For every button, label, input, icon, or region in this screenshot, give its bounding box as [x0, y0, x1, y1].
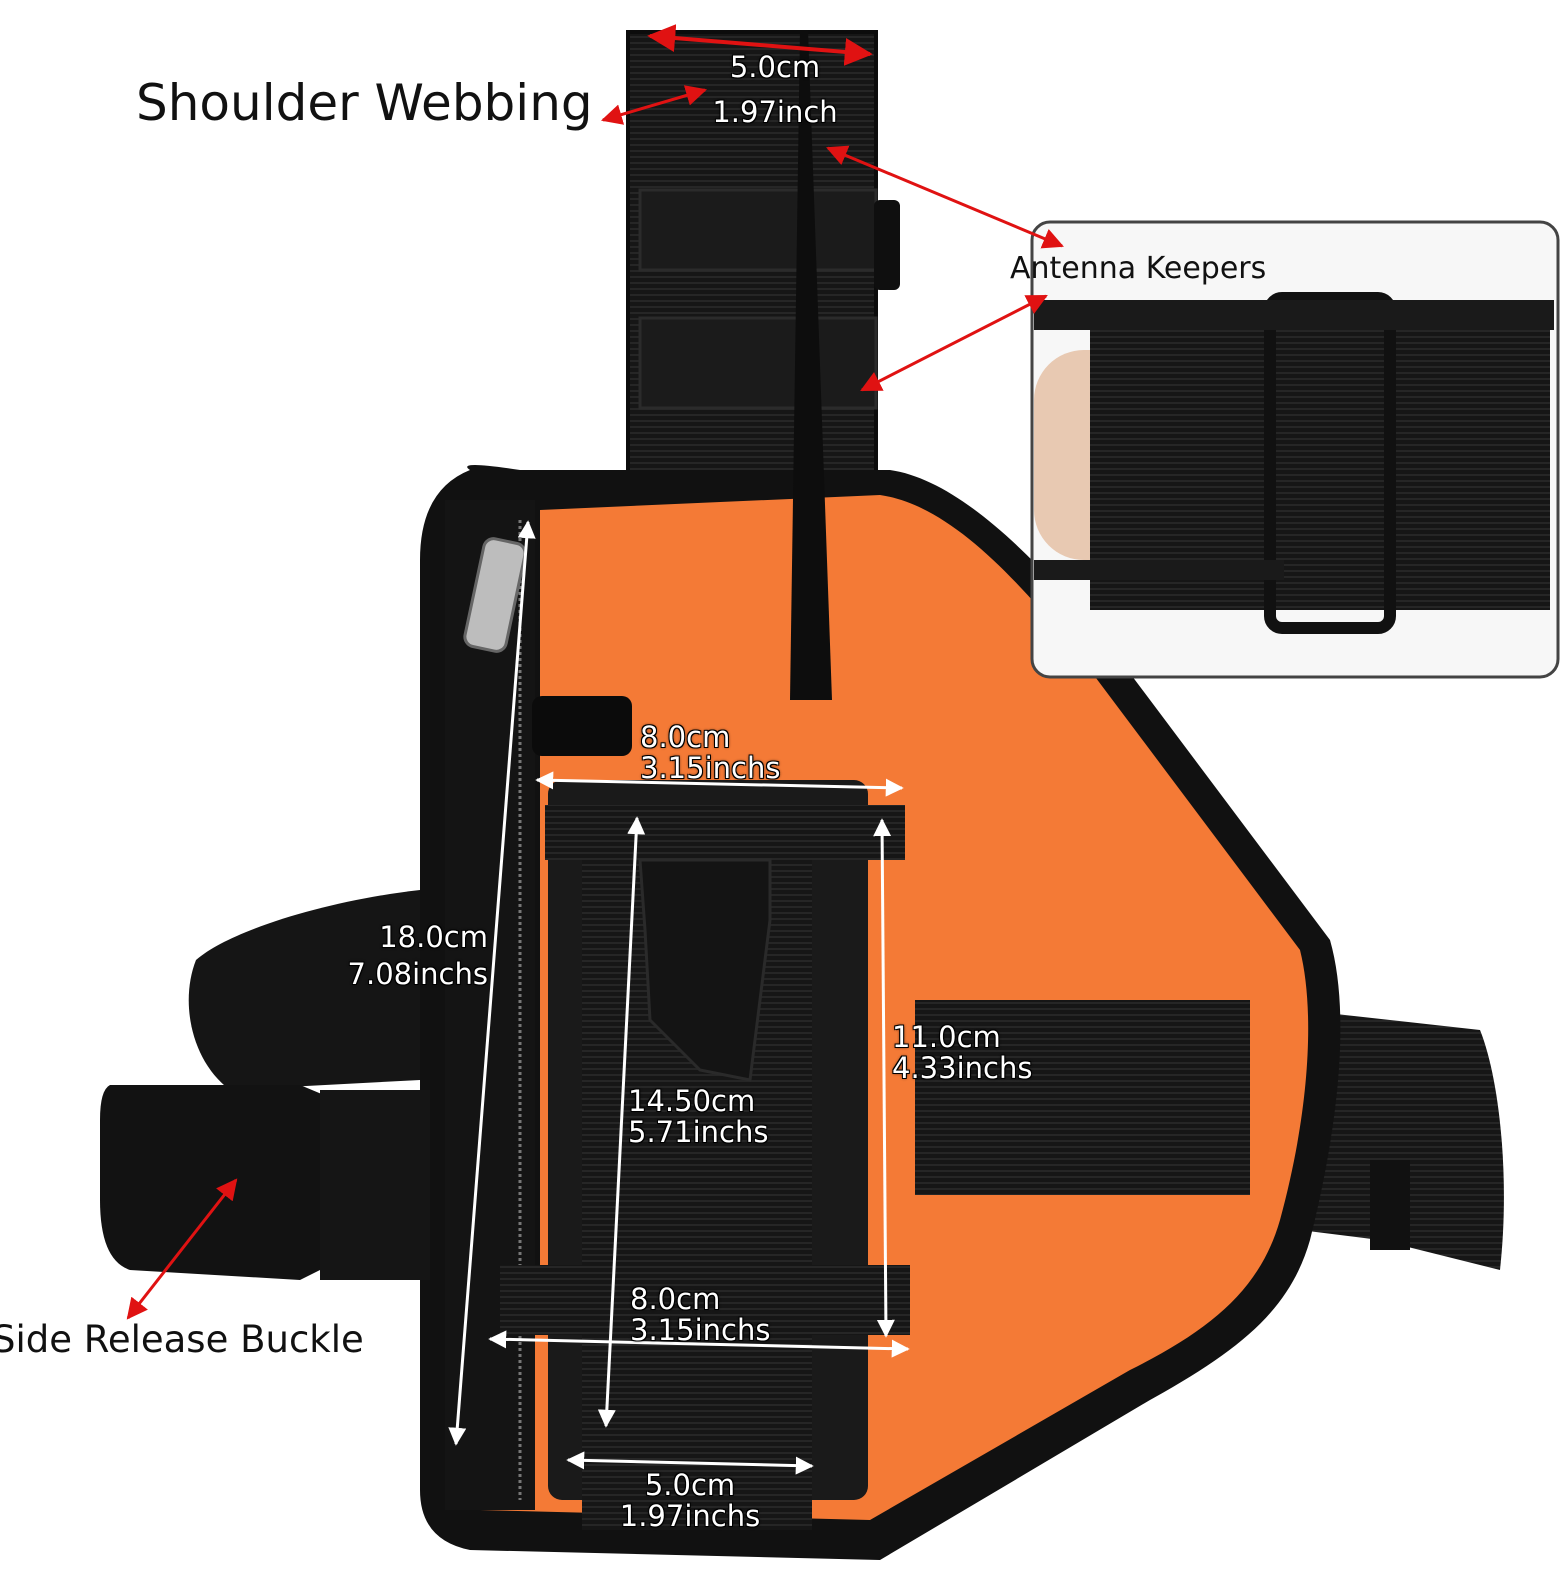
panel-height-dimension: 18.0cm 7.08inchs [320, 922, 488, 990]
right-waist-strap [1300, 1010, 1504, 1270]
pouch-bottom-width-metric: 8.0cm [630, 1282, 721, 1316]
pouch-height-imperial: 5.71inchs [628, 1115, 769, 1149]
panel-height-metric: 18.0cm [379, 920, 488, 954]
side-pocket-height-dimension: 11.0cm 4.33inchs [892, 1022, 1032, 1084]
shoulder-webbing-arrow [600, 85, 708, 125]
pouch-bottom-band [500, 1265, 910, 1335]
inset-top-bar [1034, 300, 1554, 330]
measure-side-height [873, 818, 895, 1338]
measure-pouch-bottom-width [488, 1330, 910, 1358]
buckle-arrow [126, 1178, 238, 1320]
webbing-width-metric: 5.0cm [729, 50, 821, 84]
measure-panel-height [448, 520, 536, 1446]
side-pocket-height-metric: 11.0cm [892, 1020, 1001, 1054]
radio-antenna [790, 30, 832, 700]
buckle-strap [320, 1090, 430, 1280]
pouch-bottom-width-dimension: 8.0cm 3.15inchs [630, 1284, 770, 1346]
panel-height-imperial: 7.08inchs [347, 957, 488, 991]
antenna-keepers-label: Antenna Keepers [1010, 251, 1267, 286]
webbing-width-arrow [647, 24, 873, 66]
antenna-keeper-upper [638, 188, 878, 272]
bottom-strap-width-imperial: 1.97inchs [619, 1499, 761, 1533]
side-pocket-height-imperial: 4.33inchs [892, 1051, 1033, 1085]
measure-pouch-top-width [535, 771, 904, 797]
pouch-top-width-dimension: 8.0cm 3.15inchs [640, 722, 780, 784]
antenna-keeper-arrow-upper [826, 145, 1064, 249]
antenna-keeper-lower [638, 316, 878, 410]
bottom-strap-width-dimension: 5.0cm 1.97inchs [600, 1470, 780, 1532]
webbing-slider [874, 200, 900, 290]
pouch-height-metric: 14.50cm [628, 1084, 756, 1118]
webbing-width-imperial: 1.97inch [712, 95, 838, 129]
bottom-strap-width-metric: 5.0cm [644, 1468, 736, 1502]
radio-clip [532, 696, 632, 756]
pouch-top-width-metric: 8.0cm [640, 720, 731, 754]
measure-bottom-strap-width [566, 1451, 814, 1475]
pouch-height-dimension: 14.50cm 5.71inchs [628, 1086, 768, 1148]
shoulder-webbing-label: Shoulder Webbing [136, 74, 593, 132]
inset-bottom-bar [1034, 560, 1284, 580]
inset-buckle [1264, 292, 1396, 634]
right-strap-end [1370, 1160, 1410, 1250]
measure-pouch-height [597, 816, 646, 1428]
side-release-buckle-label: Side Release Buckle [0, 1318, 364, 1361]
webbing-width-dimension: 5.0cm 1.97inch [700, 52, 850, 128]
pouch-bottom-width-imperial: 3.15inchs [630, 1313, 771, 1347]
left-waist-strap [188, 890, 420, 1090]
whistle-buckle [638, 858, 772, 1082]
antenna-keeper-arrow-lower [860, 294, 1048, 392]
side-pocket-strap [915, 1000, 1250, 1195]
pouch-top-width-imperial: 3.15inchs [640, 751, 781, 785]
